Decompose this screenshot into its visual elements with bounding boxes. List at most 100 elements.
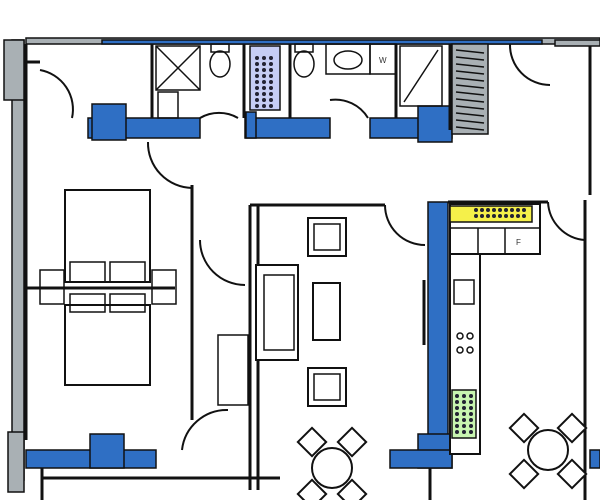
kitchen: F [422, 203, 541, 455]
dot [480, 214, 484, 218]
bed [64, 304, 151, 386]
dot [469, 406, 473, 410]
dot [516, 208, 520, 212]
dot [504, 214, 508, 218]
dot [262, 98, 266, 102]
dot [255, 86, 259, 90]
dining-table-1 [296, 426, 368, 500]
coffee-table [312, 282, 341, 341]
dot [469, 430, 473, 434]
hanger [455, 77, 485, 82]
hanger [455, 70, 485, 75]
dot [262, 104, 266, 108]
hanger [455, 56, 485, 61]
dot [255, 104, 259, 108]
dot [269, 98, 273, 102]
dot [262, 92, 266, 96]
bedroom [39, 189, 249, 406]
dot [269, 80, 273, 84]
dot [462, 430, 466, 434]
dot [469, 394, 473, 398]
dot [498, 208, 502, 212]
dot [498, 214, 502, 218]
nightstand [39, 269, 65, 305]
hanger [455, 98, 485, 103]
dot [469, 412, 473, 416]
dot [255, 92, 259, 96]
fridge-label: F [516, 238, 521, 247]
dot [474, 214, 478, 218]
hanger [455, 126, 485, 131]
doors [39, 43, 586, 451]
dot [480, 208, 484, 212]
hanger [455, 63, 485, 68]
dot [455, 418, 459, 422]
interior-walls [25, 39, 600, 469]
nightstand [151, 269, 177, 305]
dot [510, 208, 514, 212]
dot [255, 68, 259, 72]
dot [455, 430, 459, 434]
dot [255, 80, 259, 84]
dot [462, 412, 466, 416]
dot [469, 424, 473, 428]
washer [369, 43, 397, 75]
hanger [455, 112, 485, 117]
dot [462, 400, 466, 404]
dot [486, 208, 490, 212]
dot [492, 214, 496, 218]
hanger [455, 91, 485, 96]
kitchen-sink [453, 279, 475, 305]
cooktop [456, 332, 474, 354]
hanger [455, 84, 485, 89]
bathroom-2: W [249, 43, 443, 111]
dot [462, 418, 466, 422]
hanger [455, 105, 485, 110]
dot [269, 56, 273, 60]
dot [269, 68, 273, 72]
dot [262, 80, 266, 84]
dining-table-2 [508, 412, 588, 490]
dot [455, 412, 459, 416]
living-room [255, 217, 347, 407]
dot [255, 74, 259, 78]
dot [262, 74, 266, 78]
dot [269, 62, 273, 66]
dot [255, 62, 259, 66]
dot [469, 418, 473, 422]
sofa [255, 264, 299, 361]
wardrobe-2 [217, 334, 249, 406]
dot [255, 98, 259, 102]
dot [510, 214, 514, 218]
bed [64, 189, 151, 283]
dot [469, 400, 473, 404]
dot [522, 214, 526, 218]
dot [486, 214, 490, 218]
stove-top [449, 205, 533, 223]
hanger [455, 119, 485, 124]
dot [516, 214, 520, 218]
dot [262, 56, 266, 60]
dot [455, 394, 459, 398]
dot [522, 208, 526, 212]
dot [255, 56, 259, 60]
dot [262, 68, 266, 72]
wardrobe [451, 43, 489, 135]
dot [269, 86, 273, 90]
washer-label: W [379, 56, 387, 65]
dot [262, 62, 266, 66]
dot [262, 86, 266, 90]
dot [504, 208, 508, 212]
bathroom-1 [155, 43, 231, 119]
dot [492, 208, 496, 212]
dot [455, 400, 459, 404]
dot [269, 74, 273, 78]
dot [455, 424, 459, 428]
toilet-icon [209, 50, 231, 78]
dot [462, 406, 466, 410]
toilet-icon [293, 50, 315, 78]
hanger [455, 49, 485, 54]
dot [269, 104, 273, 108]
dot [462, 394, 466, 398]
